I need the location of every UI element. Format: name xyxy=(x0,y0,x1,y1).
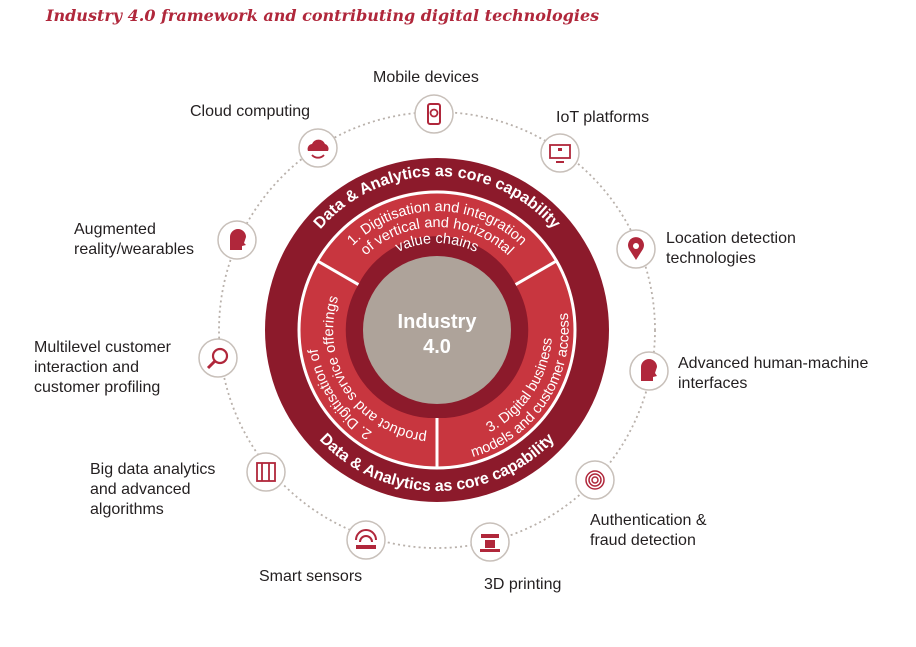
orbit-ring xyxy=(218,111,656,549)
tech-label-3d-printing: 3D printing xyxy=(484,576,562,593)
sensor-icon xyxy=(346,520,386,560)
segment-ring xyxy=(297,190,577,470)
big-data-icon xyxy=(246,452,286,492)
cloud-icon xyxy=(298,128,338,168)
ar-head-icon xyxy=(217,220,257,260)
core-label-2: 4.0 xyxy=(423,336,451,358)
hmi-head-icon xyxy=(629,351,669,391)
tech-label-augmented-reality: Augmented reality/wearables xyxy=(74,221,195,258)
tech-label-location-detection: Location detection technologies xyxy=(666,230,796,267)
mobile-gear-icon xyxy=(414,94,454,134)
fingerprint-icon xyxy=(575,460,615,500)
tech-label-cloud-computing: Cloud computing xyxy=(190,103,311,120)
diagram-title: Industry 4.0 framework and contributing … xyxy=(46,6,600,25)
customer-search-icon xyxy=(198,338,238,378)
segment-2 xyxy=(297,260,437,469)
tech-label-iot-platforms: IoT platforms xyxy=(556,109,650,126)
location-pin-icon xyxy=(616,229,656,269)
iot-monitor-icon xyxy=(540,133,580,173)
tech-label-human-machine-interfaces: Advanced human-machine interfaces xyxy=(678,355,869,392)
segment-3 xyxy=(437,260,577,469)
tech-label-mobile-devices: Mobile devices xyxy=(373,69,479,86)
segment-1 xyxy=(316,190,558,285)
core-label-1: Industry xyxy=(398,311,478,333)
tech-label-big-data: Big data analytics and advanced algorith… xyxy=(90,461,216,518)
tech-label-customer-profiling: Multilevel customer interaction and cust… xyxy=(34,339,171,396)
tech-label-authentication: Authentication & fraud detection xyxy=(590,512,707,549)
3d-printer-icon xyxy=(470,522,510,562)
core-circle xyxy=(363,256,511,404)
tech-label-smart-sensors: Smart sensors xyxy=(259,568,363,585)
